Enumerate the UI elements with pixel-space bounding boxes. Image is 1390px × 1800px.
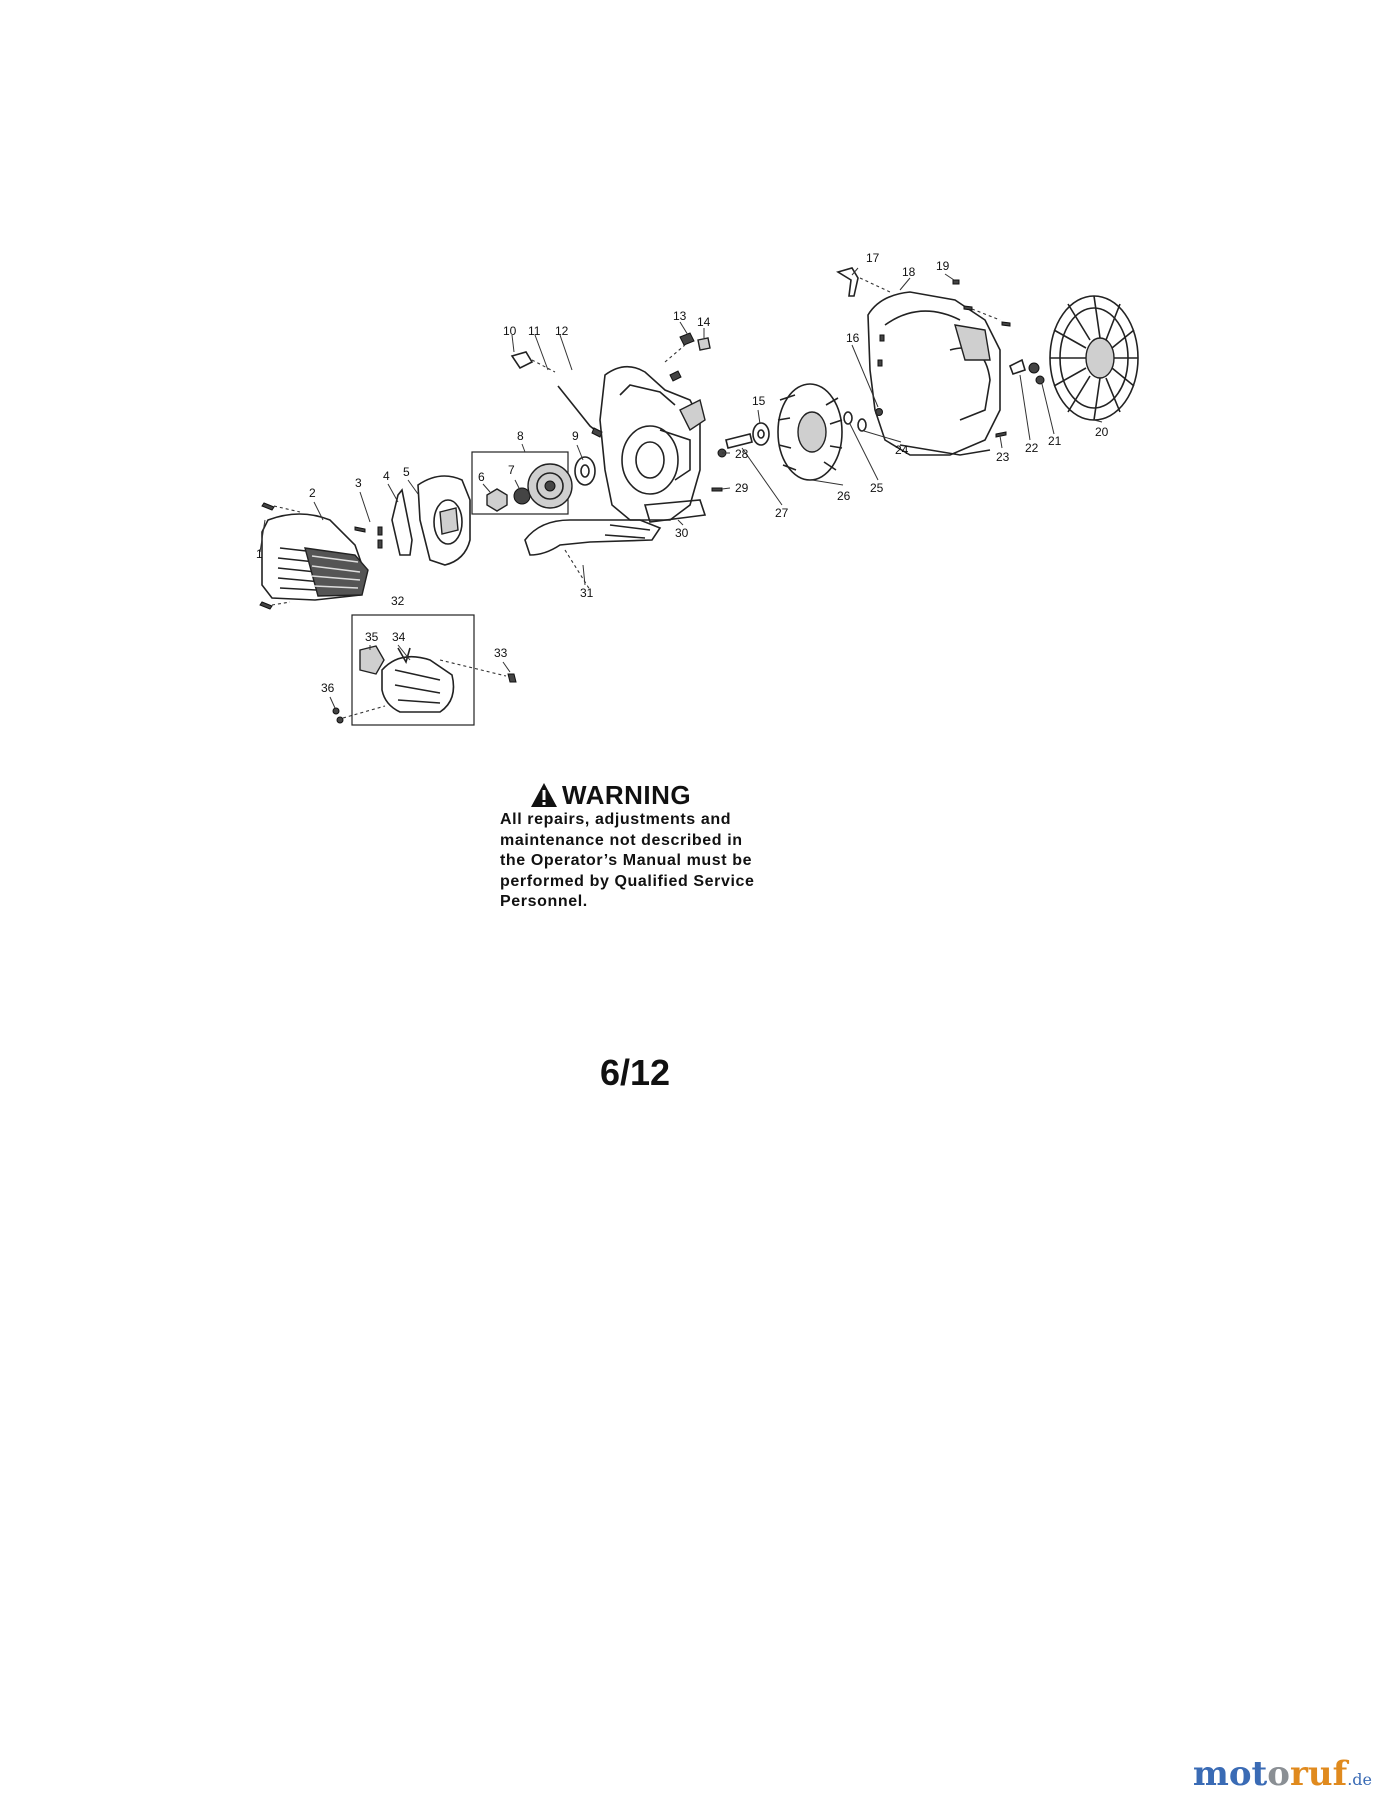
callout-25: 25: [870, 481, 884, 495]
callout-21: 21: [1048, 434, 1062, 448]
page-number: 6/12: [600, 1052, 671, 1093]
part-2-engine-cover: [261, 513, 369, 601]
part-3-screw: [354, 526, 383, 549]
warning-triangle-icon: [531, 783, 557, 807]
part-23-screw: [995, 431, 1007, 438]
part-9-washer: [574, 456, 596, 486]
part-17-clamp: [836, 267, 891, 297]
callout-19: 19: [936, 259, 950, 273]
part-4-gasket: [391, 488, 413, 556]
callout-16: 16: [846, 331, 860, 345]
watermark-logo: motoruf.de: [1192, 1754, 1372, 1794]
callout-32: 32: [391, 594, 405, 608]
callout-14: 14: [697, 315, 711, 329]
callout-2: 2: [309, 486, 316, 500]
part-30-main-housing: [599, 365, 707, 523]
callout-27: 27: [775, 506, 789, 520]
callout-3: 3: [355, 476, 362, 490]
part-13-14-nuts: [664, 332, 711, 363]
callout-22: 22: [1025, 441, 1039, 455]
callout-26: 26: [837, 489, 851, 503]
callout-23: 23: [996, 450, 1010, 464]
callout-4: 4: [383, 469, 390, 483]
part-32-kit-box: [332, 614, 517, 726]
part-15-spacer: [752, 422, 770, 446]
callout-7: 7: [508, 463, 515, 477]
callout-20: 20: [1095, 425, 1109, 439]
callout-1: 1: [256, 547, 263, 561]
callout-17: 17: [866, 251, 880, 265]
callout-6: 6: [478, 470, 485, 484]
callout-33: 33: [494, 646, 508, 660]
part-5-starter-housing: [417, 475, 471, 566]
part-18-fan-housing: [867, 291, 1001, 456]
callout-13: 13: [673, 309, 687, 323]
callout-12: 12: [555, 324, 569, 338]
callout-numbers: 1 2 3 4 5 6 7 8 9 10 11 12 13 14 15 16 1…: [256, 251, 1109, 695]
part-1-screws: [259, 502, 301, 610]
callout-34: 34: [392, 630, 406, 644]
callout-18: 18: [902, 265, 916, 279]
callout-10: 10: [503, 324, 517, 338]
warning-title: WARNING: [562, 779, 692, 810]
part-8-recoil-assembly-box: [471, 451, 573, 515]
callout-24: 24: [895, 443, 909, 457]
warning-text: All repairs, adjustments and maintenance…: [500, 811, 755, 910]
callout-15: 15: [752, 394, 766, 408]
callout-35: 35: [365, 630, 379, 644]
warning-header: WARNING: [530, 780, 800, 810]
callout-28: 28: [735, 447, 749, 461]
leader-lines: [259, 267, 1103, 709]
part-28-29-screws: [711, 448, 727, 492]
callout-8: 8: [517, 429, 524, 443]
part-21-22-latch: [1008, 358, 1045, 385]
callout-9: 9: [572, 429, 579, 443]
part-10-12-throttle-linkage: [510, 351, 603, 438]
warning-notice: WARNING All repairs, adjustments and mai…: [500, 780, 800, 913]
callout-30: 30: [675, 526, 689, 540]
callout-5: 5: [403, 465, 410, 479]
part-24-25-washers: [843, 411, 867, 432]
callout-31: 31: [580, 586, 594, 600]
part-26-impeller: [777, 383, 843, 481]
part-20-intake-grille: [1049, 295, 1139, 421]
part-19-screws: [952, 279, 1011, 327]
callout-11: 11: [528, 324, 541, 338]
callout-36: 36: [321, 681, 335, 695]
part-31-handle: [524, 519, 662, 591]
part-27-shaft: [725, 433, 753, 449]
callout-29: 29: [735, 481, 749, 495]
